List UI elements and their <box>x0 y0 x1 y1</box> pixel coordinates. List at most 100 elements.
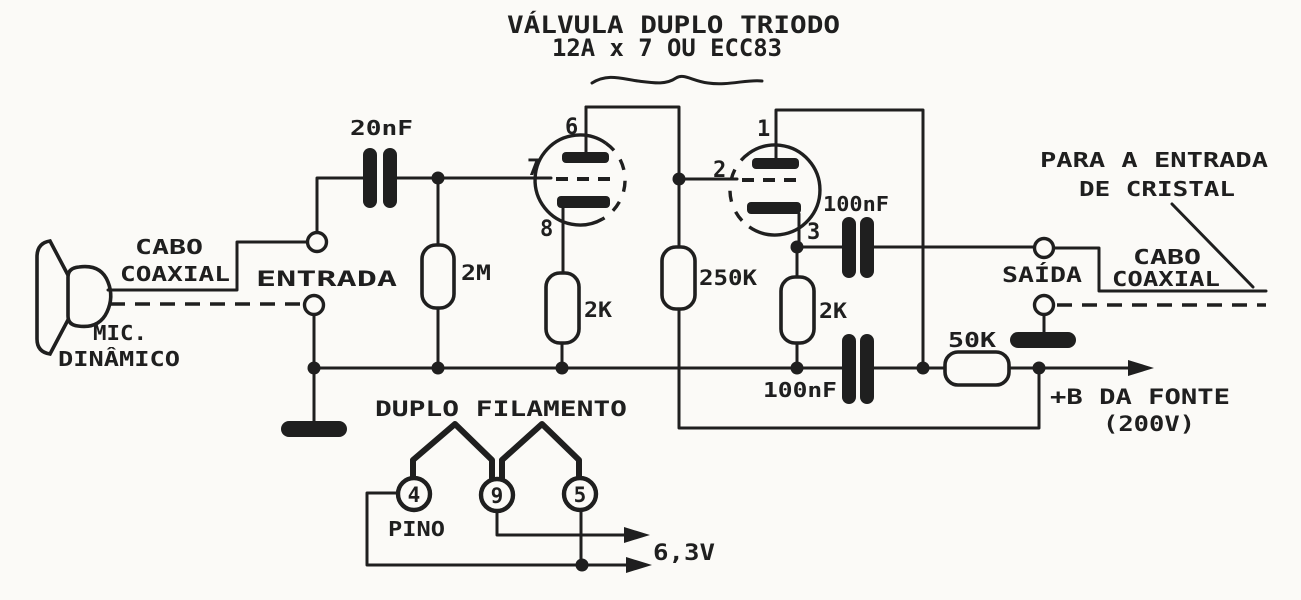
input-terminal-bottom <box>302 293 326 317</box>
tube1-envelope-dashed <box>601 141 627 221</box>
filament-pin4-circle <box>395 475 433 513</box>
r2m-value: 2M <box>461 261 491 285</box>
output-terminal-bottom <box>1032 293 1056 317</box>
filament-pin5-circle <box>561 475 599 513</box>
tube2-envelope-dashed <box>728 151 751 229</box>
r50k-value: 50K <box>948 328 996 352</box>
dropping-resistor-50k: 50K <box>872 328 1011 387</box>
cap1-value: 20nF <box>350 116 413 140</box>
junction-dot <box>307 361 321 375</box>
cap2-value: 100nF <box>823 192 889 216</box>
microphone-section: CABO COAXIAL MIC. DINÂMICO <box>35 235 308 371</box>
output-coupling-cap: 100nF <box>795 192 1035 278</box>
output-cable-label-2: COAXIAL <box>1112 267 1220 291</box>
b-plus-supply: +B DA FONTE (200V) <box>1007 360 1230 436</box>
r2k2-value: 2K <box>819 299 847 323</box>
cap3-plate-right <box>860 334 874 404</box>
cap1-plate-right <box>383 148 397 208</box>
input-ground-bar <box>281 421 347 437</box>
tube2-pin3-label: 3 <box>807 220 820 245</box>
junction-dot <box>575 558 589 572</box>
microphone-cone <box>35 239 71 356</box>
tube1-pin7-label: 7 <box>527 156 540 181</box>
filament-voltage-label: 6,3V <box>653 541 715 566</box>
mic-label-1: MIC. <box>93 321 147 345</box>
tube2-pin1-label: 1 <box>757 117 770 142</box>
output-cable-label-1: CABO <box>1133 245 1201 269</box>
triode-2: 1 2 3 <box>713 108 925 369</box>
filament-pin9-number: 9 <box>491 484 504 508</box>
b-plus-label-2: (200V) <box>1103 412 1195 436</box>
tube1-cathode-bar <box>557 196 610 208</box>
tube1-anode-wire <box>584 105 681 181</box>
pino-label: PINO <box>388 517 445 541</box>
junction-dot <box>555 361 569 375</box>
input-cable-label-1: CABO <box>135 235 203 259</box>
filament-winding-right <box>499 421 582 482</box>
mic-label-2: DINÂMICO <box>58 347 180 371</box>
b-plus-label-1: +B DA FONTE <box>1050 385 1230 409</box>
tube2-plate-lead <box>774 108 925 369</box>
junction-dot <box>431 361 445 375</box>
title-block: VÁLVULA DUPLO TRIODO 12A x 7 OU ECC83 <box>507 10 840 86</box>
pin9-wire <box>495 509 626 537</box>
cap3-value: 100nF <box>763 378 837 402</box>
output-terminal-top <box>1032 236 1056 260</box>
input-coupling-cap: 20nF <box>350 116 413 208</box>
r2k1-body <box>544 271 581 345</box>
filament-top-arrowhead <box>624 527 650 543</box>
junction-dots <box>307 171 1046 572</box>
tube2-plate-bar <box>752 158 799 169</box>
filament-section: DUPLO FILAMENTO 4 9 5 PINO 6,3V <box>365 397 715 573</box>
junction-dot <box>790 240 804 254</box>
filament-pin9-circle <box>478 476 516 514</box>
cap1-plate-left <box>363 148 377 208</box>
cathode-resistor-2: 2K <box>779 245 847 370</box>
r250k-value: 250K <box>699 266 757 290</box>
entrada-label: ENTRADA <box>256 267 398 291</box>
pin4-wire <box>365 491 630 567</box>
cap3-plate-left <box>842 334 856 404</box>
input-terminals: ENTRADA <box>256 176 398 437</box>
tube1-pin8-label: 8 <box>540 217 553 242</box>
r2m-body <box>420 243 456 310</box>
terminal-to-cap-wire <box>315 176 365 234</box>
b-plus-arrowhead <box>1128 360 1154 376</box>
junction-dot <box>790 361 804 375</box>
terminal-circles <box>302 230 1056 317</box>
cap2-plate-right <box>860 217 874 278</box>
microphone-capsule <box>66 264 113 329</box>
title-underline-squiggle <box>590 74 764 86</box>
filament-pin4-number: 4 <box>408 483 421 507</box>
junction-dot <box>1032 361 1046 375</box>
grid-resistor-2m: 2M <box>420 176 491 370</box>
crystal-note-1: PARA A ENTRADA <box>1040 148 1268 172</box>
saida-label: SAÍDA <box>1002 262 1082 287</box>
tube1-plate-bar <box>562 152 609 163</box>
tube2-pin2-label: 2 <box>713 158 726 183</box>
triode-1: 6 7 8 <box>527 105 627 275</box>
r250k-body <box>660 245 697 311</box>
input-cable-label-2: COAXIAL <box>120 262 230 286</box>
title-line1: VÁLVULA DUPLO TRIODO <box>507 10 840 39</box>
r50k-body <box>943 350 1011 387</box>
r2k1-value: 2K <box>584 298 612 322</box>
tube1-envelope-solid <box>533 133 607 227</box>
tube2-cathode-bar <box>747 202 801 214</box>
cathode-resistor-1: 2K <box>544 271 612 370</box>
crystal-note-pointer-line <box>1170 202 1255 289</box>
filament-title: DUPLO FILAMENTO <box>375 397 627 421</box>
tube1-pin6-label: 6 <box>565 115 578 140</box>
filament-bottom-arrowhead <box>626 557 652 573</box>
output-center-wire <box>1052 246 1268 293</box>
input-terminal-top <box>305 230 329 254</box>
output-section: SAÍDA CABO COAXIAL PARA A ENTRADA DE CRI… <box>1002 148 1268 348</box>
junction-dot <box>672 172 686 186</box>
r2k2-body <box>779 275 816 345</box>
output-ground-bar <box>1010 332 1076 348</box>
filament-winding-left <box>410 421 495 482</box>
junction-dot <box>431 171 445 185</box>
cap2-plate-left <box>842 217 856 278</box>
